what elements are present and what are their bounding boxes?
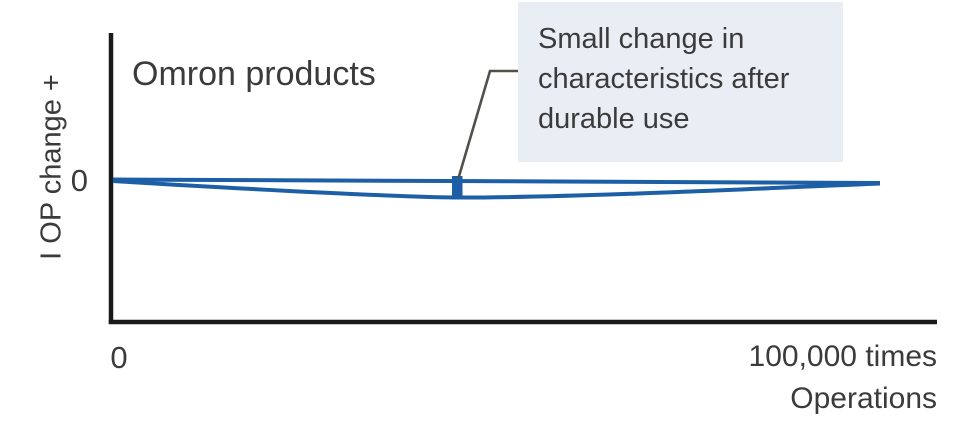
series-label-omron-products: Omron products bbox=[132, 55, 376, 93]
x-tick-max-label: 100,000 times bbox=[748, 340, 937, 373]
annotation-callout-box: Small change in characteristics after du… bbox=[518, 2, 843, 162]
dip-marker bbox=[452, 176, 463, 200]
x-axis-title: Operations bbox=[790, 382, 937, 415]
callout-leader-line bbox=[457, 69, 518, 179]
annotation-callout-text: Small change in characteristics after du… bbox=[538, 23, 790, 135]
x-tick-zero: 0 bbox=[110, 340, 128, 375]
band-upper-line bbox=[112, 177, 881, 185]
y-tick-zero: 0 bbox=[70, 163, 88, 198]
